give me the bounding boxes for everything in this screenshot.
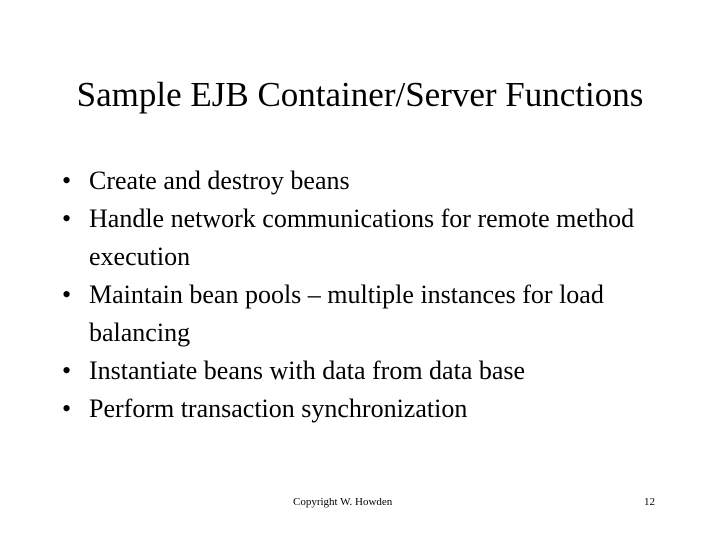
list-item-text: Perform transaction synchronization: [89, 394, 468, 423]
bullet-list: • Create and destroy beans • Handle netw…: [56, 162, 666, 428]
list-item: • Create and destroy beans: [56, 162, 666, 200]
bullet-point-icon: •: [62, 394, 72, 423]
bullet-point-icon: •: [62, 204, 72, 233]
list-item: • Perform transaction synchronization: [56, 390, 666, 428]
copyright-notice: Copyright W. Howden: [293, 496, 393, 508]
list-item: • Handle network communications for remo…: [56, 200, 666, 276]
list-item: • Instantiate beans with data from data …: [56, 352, 666, 390]
page-number: 12: [644, 496, 655, 508]
bullet-point-icon: •: [62, 280, 72, 309]
list-item-text: Instantiate beans with data from data ba…: [89, 356, 526, 385]
list-item-text: Handle network communications for remote…: [89, 204, 635, 271]
bullet-point-icon: •: [62, 356, 72, 385]
list-item-text: Create and destroy beans: [89, 166, 350, 195]
slide-footer: Copyright W. Howden 12: [0, 494, 720, 514]
page-title: Sample EJB Container/Server Functions: [76, 75, 644, 115]
list-item: • Maintain bean pools – multiple instanc…: [56, 276, 666, 352]
list-item-text: Maintain bean pools – multiple instances…: [89, 280, 604, 347]
bullet-point-icon: •: [62, 166, 72, 195]
